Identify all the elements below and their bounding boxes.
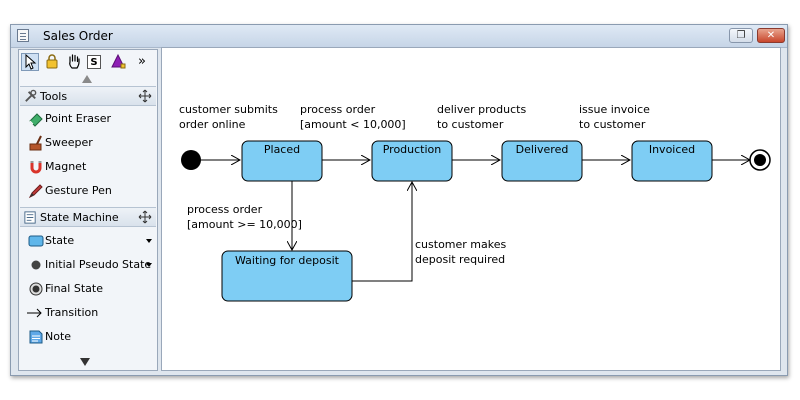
close-button[interactable]: ✕ <box>757 28 785 43</box>
transition-label: to customer <box>579 118 646 131</box>
section-tools-label: Tools <box>40 90 68 103</box>
palette-item-label: Note <box>45 330 72 343</box>
state-placed[interactable]: Placed <box>241 140 323 182</box>
scroll-down-arrow-icon[interactable] <box>80 358 90 366</box>
palette-toolbar: S » <box>21 52 155 74</box>
window-title: Sales Order <box>43 29 113 43</box>
sweeper-icon <box>29 135 42 151</box>
transition-label: process order <box>300 103 376 116</box>
state-label: Invoiced <box>649 143 695 156</box>
pen-icon <box>28 184 43 199</box>
sticky-s-icon[interactable]: S <box>87 55 101 69</box>
diagram-canvas[interactable]: Placed Production Delivered Invoiced Wai… <box>161 47 781 371</box>
move-section-icon[interactable] <box>138 210 152 224</box>
state-delivered[interactable]: Delivered <box>501 140 583 182</box>
transition-waiting-to-production[interactable] <box>352 182 412 282</box>
transition-label: [amount < 10,000] <box>300 118 406 131</box>
lock-icon[interactable] <box>43 53 61 71</box>
palette-item-final-state[interactable]: Final State <box>20 278 156 300</box>
transition-label: deliver products <box>437 103 526 116</box>
note-icon <box>29 330 43 344</box>
restore-button[interactable]: ❐ <box>729 28 753 43</box>
magnet-icon <box>30 161 42 174</box>
initial-state-icon <box>31 260 41 270</box>
tools-icon <box>25 89 37 102</box>
state-production[interactable]: Production <box>371 140 453 182</box>
palette-item-label: Gesture Pen <box>45 184 112 197</box>
palette-item-label: Point Eraser <box>45 112 112 125</box>
palette-item-label: Magnet <box>45 160 87 173</box>
transition-label: order online <box>179 118 246 131</box>
palette-item-initial-pseudo-state[interactable]: Initial Pseudo State <box>20 254 156 276</box>
transition-label: deposit required <box>415 253 505 266</box>
select-tool-icon[interactable] <box>21 53 39 71</box>
palette-item-label: Transition <box>45 306 99 319</box>
palette-item-note[interactable]: Note <box>20 326 156 348</box>
title-bar[interactable]: Sales Order ❐ ✕ <box>11 25 787 48</box>
palette-item-gesture-pen[interactable]: Gesture Pen <box>20 180 156 202</box>
transition-label: issue invoice <box>579 103 650 116</box>
section-tools[interactable]: Tools <box>20 86 156 106</box>
final-state-icon <box>29 282 43 296</box>
palette-item-point-eraser[interactable]: Point Eraser <box>20 108 156 130</box>
dropdown-arrow-icon[interactable] <box>146 263 152 267</box>
eraser-icon <box>29 113 43 127</box>
palette-item-transition[interactable]: Transition <box>20 302 156 324</box>
state-label: Placed <box>264 143 300 156</box>
state-label: Production <box>383 143 442 156</box>
initial-pseudo-state[interactable] <box>181 150 201 170</box>
palette-item-label: Initial Pseudo State <box>45 258 152 271</box>
state-machine-icon <box>24 211 36 224</box>
transition-label: to customer <box>437 118 504 131</box>
state-label: Waiting for deposit <box>235 254 340 267</box>
state-waiting-for-deposit[interactable]: Waiting for deposit <box>221 250 353 302</box>
transition-label: process order <box>187 203 263 216</box>
move-section-icon[interactable] <box>138 89 152 103</box>
state-label: Delivered <box>516 143 569 156</box>
transition-label: customer makes <box>415 238 506 251</box>
transition-label: [amount >= 10,000] <box>187 218 302 231</box>
section-state-machine[interactable]: State Machine <box>20 207 156 227</box>
final-state[interactable] <box>749 149 771 171</box>
palette-item-label: State <box>45 234 75 247</box>
shape-icon[interactable] <box>109 53 127 71</box>
transition-arrow-icon <box>27 308 42 318</box>
window-app-icon <box>17 29 29 42</box>
sales-order-window: Sales Order ❐ ✕ S » Tools <box>10 24 788 376</box>
palette-item-magnet[interactable]: Magnet <box>20 156 156 178</box>
more-chevron-icon[interactable]: » <box>138 54 146 69</box>
dropdown-arrow-icon[interactable] <box>146 239 152 243</box>
section-state-machine-label: State Machine <box>40 211 119 224</box>
palette-item-label: Final State <box>45 282 103 295</box>
hand-pan-icon[interactable] <box>65 53 83 71</box>
state-icon <box>28 235 44 247</box>
palette-item-state[interactable]: State <box>20 230 156 252</box>
palette-item-label: Sweeper <box>45 136 93 149</box>
palette-item-sweeper[interactable]: Sweeper <box>20 132 156 154</box>
transition-label: customer submits <box>179 103 278 116</box>
diagram-palette: S » Tools Point Eraser Sweeper Magnet <box>18 49 158 371</box>
collapse-toolbar-icon[interactable] <box>82 75 92 83</box>
state-invoiced[interactable]: Invoiced <box>631 140 713 182</box>
